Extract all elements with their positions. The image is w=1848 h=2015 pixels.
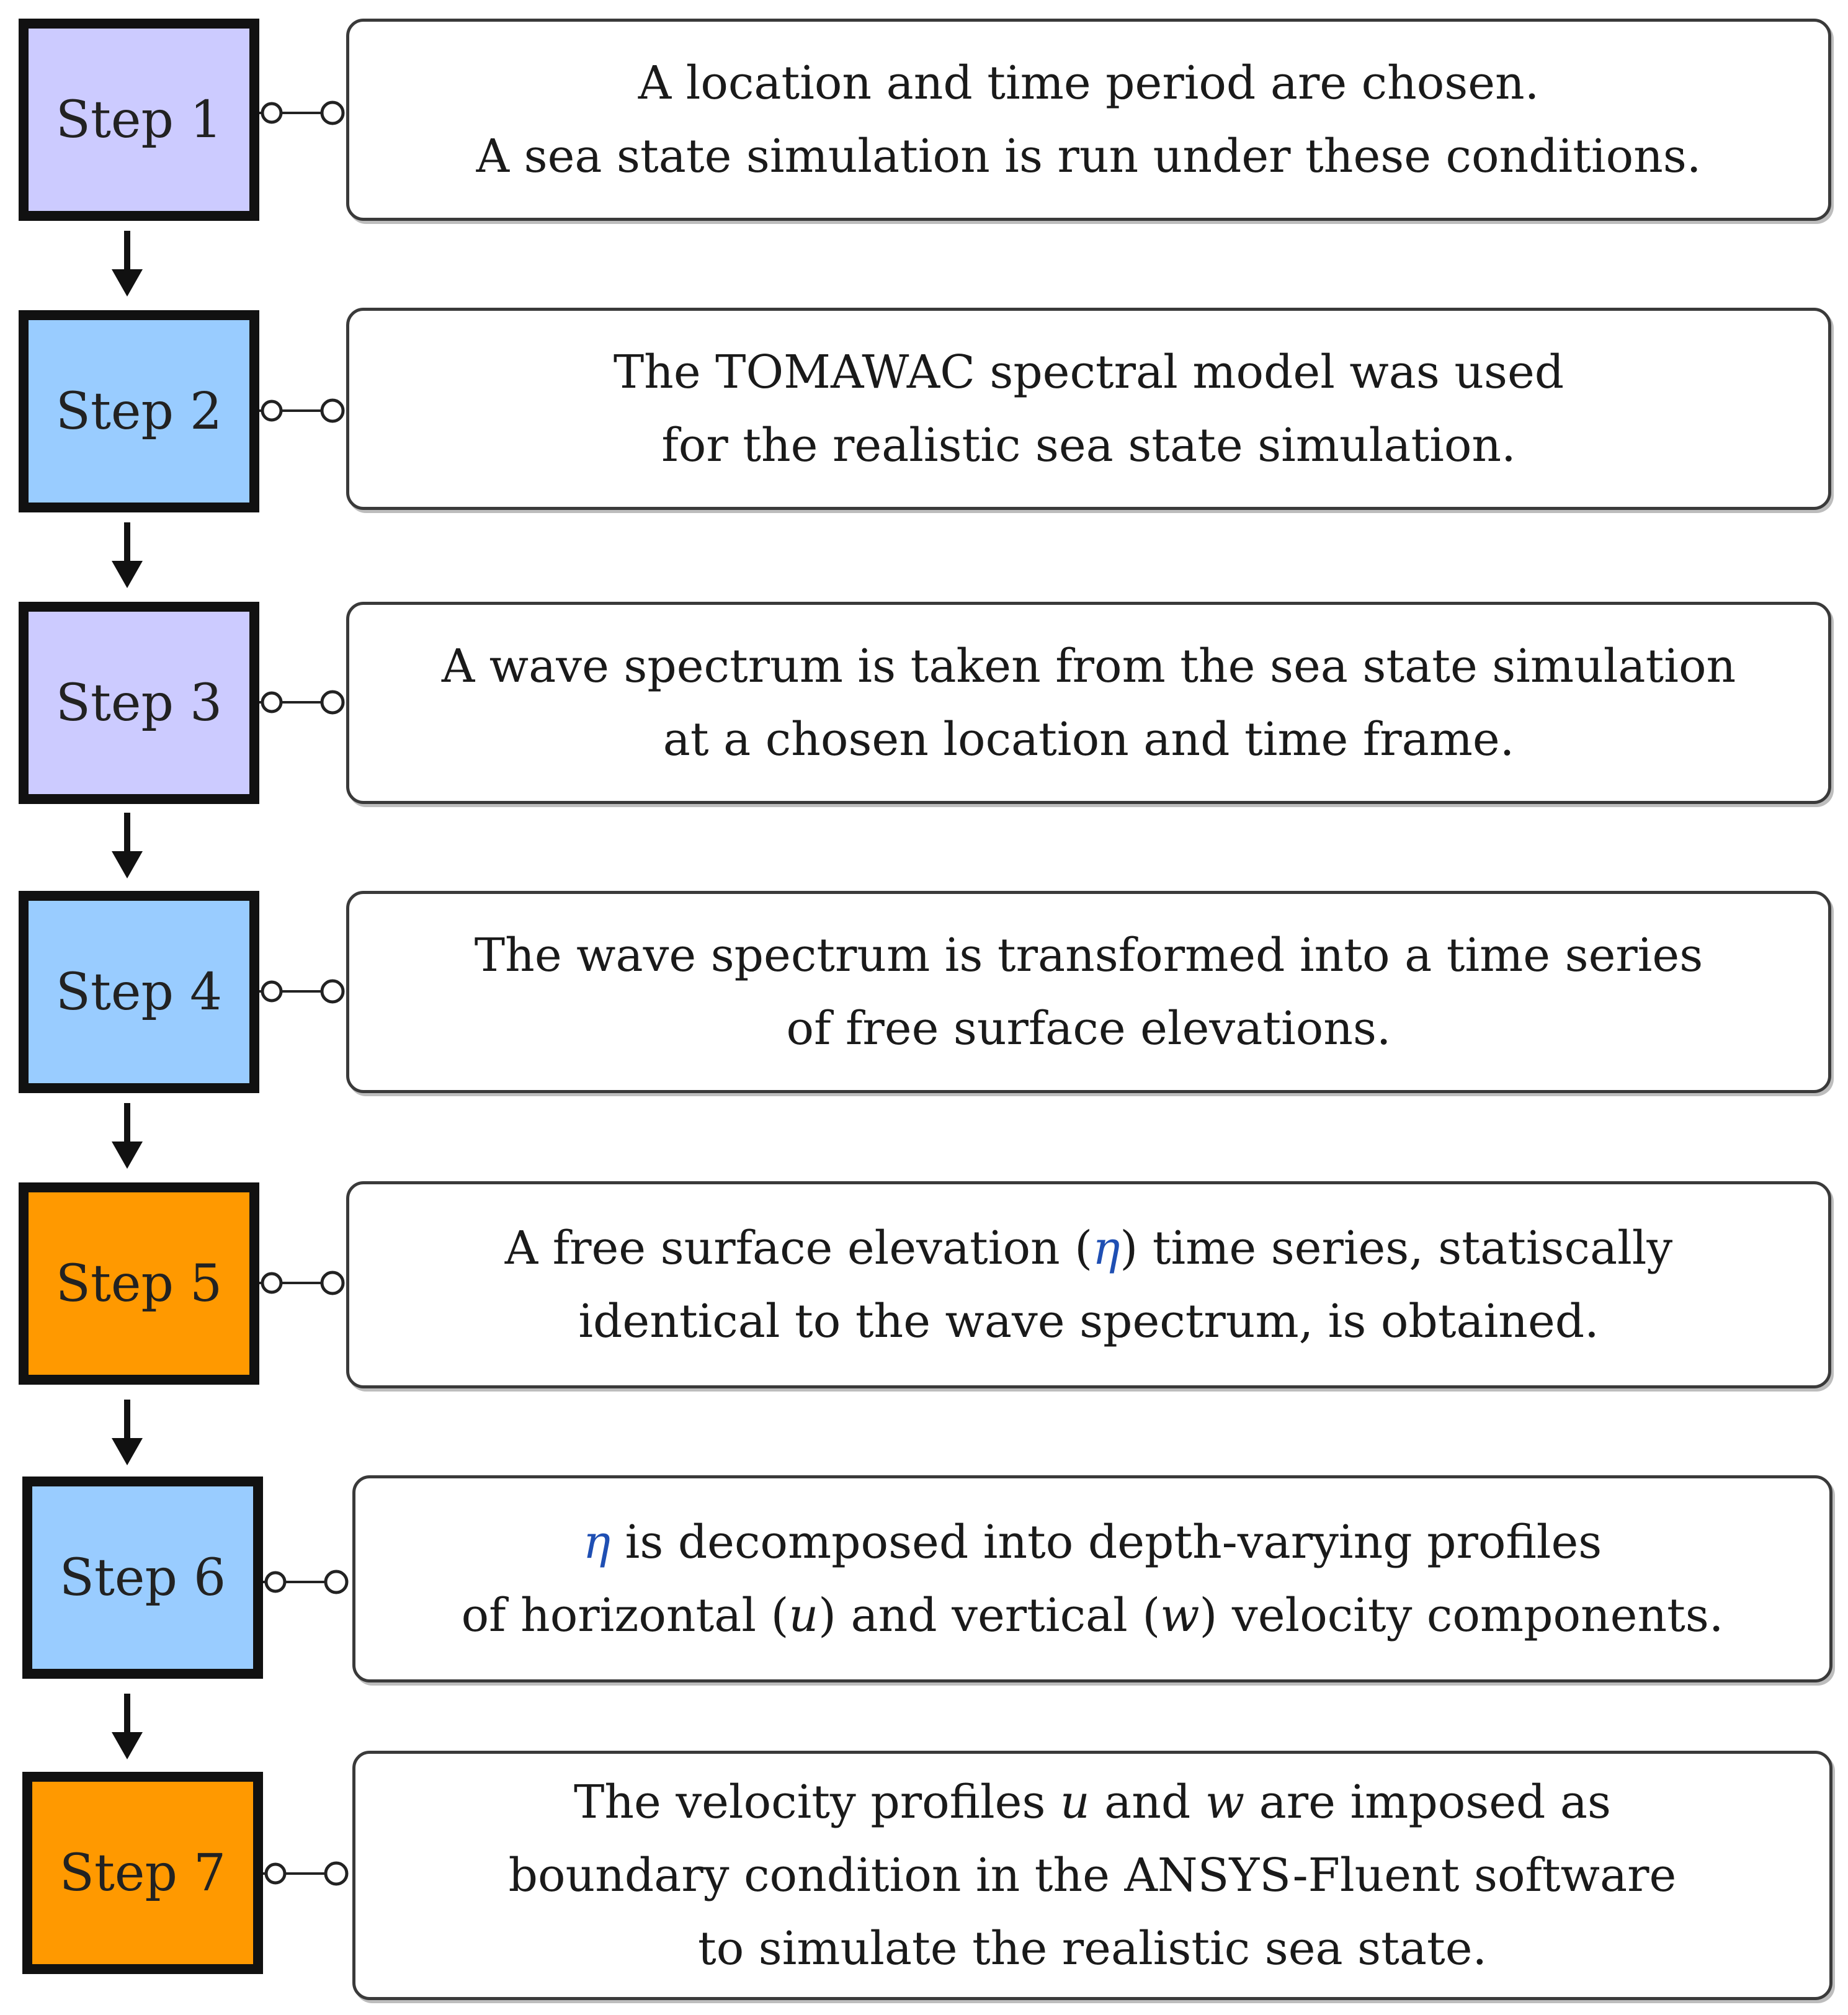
u-symbol: u bbox=[788, 1589, 819, 1642]
step-2-line-1: The TOMAWAC spectral model was used bbox=[613, 346, 1565, 399]
circle-link-icon bbox=[259, 690, 345, 715]
step-7-line-1: The velocity profiles u and w are impose… bbox=[574, 1766, 1611, 1839]
step-6-box: Step 6 bbox=[22, 1477, 263, 1679]
step-1-line-1: A location and time period are chosen. bbox=[638, 56, 1540, 110]
down-arrow-icon bbox=[112, 1400, 143, 1465]
step-4-box: Step 4 bbox=[19, 891, 259, 1093]
step-7-label: Step 7 bbox=[59, 1843, 226, 1903]
step-5-label: Step 5 bbox=[55, 1254, 223, 1313]
step-6-label: Step 6 bbox=[59, 1548, 226, 1607]
step-2-label: Step 2 bbox=[55, 382, 223, 441]
step-3-description: A wave spectrum is taken from the sea st… bbox=[346, 602, 1831, 804]
step-7-text-a: The velocity profiles bbox=[574, 1776, 1060, 1829]
step-2-box: Step 2 bbox=[19, 310, 259, 512]
down-arrow-icon bbox=[112, 813, 143, 878]
u-symbol: u bbox=[1060, 1776, 1090, 1829]
step-7-box: Step 7 bbox=[22, 1772, 263, 1974]
step-5-line-1: A free surface elevation (η) time series… bbox=[505, 1212, 1672, 1285]
step-4-line-1: The wave spectrum is transformed into a … bbox=[474, 929, 1703, 982]
step-7-line-2: boundary condition in the ANSYS-Fluent s… bbox=[508, 1849, 1677, 1902]
step-6-text-d: ) velocity components. bbox=[1199, 1589, 1724, 1642]
step-7-line-3: to simulate the realistic sea state. bbox=[697, 1922, 1488, 1975]
step-6-text-b: is decomposed into depth-varying profile… bbox=[610, 1516, 1602, 1569]
step-4-line-2: of free surface elevations. bbox=[786, 1002, 1391, 1055]
down-arrow-icon bbox=[112, 231, 143, 297]
step-2-description: The TOMAWAC spectral model was used for … bbox=[346, 308, 1831, 510]
step-3-line-1: A wave spectrum is taken from the sea st… bbox=[441, 640, 1736, 693]
eta-symbol: η bbox=[583, 1516, 611, 1569]
down-arrow-icon bbox=[112, 1103, 143, 1169]
step-7-text-c: are imposed as bbox=[1244, 1776, 1611, 1829]
step-2-line-2: for the realistic sea state simulation. bbox=[661, 419, 1516, 472]
step-1-description: A location and time period are chosen. A… bbox=[346, 19, 1831, 221]
step-3-line-2: at a chosen location and time frame. bbox=[663, 713, 1515, 766]
w-symbol: w bbox=[1160, 1589, 1200, 1642]
step-6-text-c: ) and vertical ( bbox=[818, 1589, 1161, 1642]
step-6-description: η is decomposed into depth-varying profi… bbox=[352, 1475, 1832, 1682]
step-4-label: Step 4 bbox=[55, 962, 223, 1022]
step-5-text-b: ) time series, statiscally bbox=[1120, 1222, 1673, 1275]
step-5-description: A free surface elevation (η) time series… bbox=[346, 1181, 1831, 1388]
step-5-box: Step 5 bbox=[19, 1182, 259, 1385]
circle-link-icon bbox=[263, 1861, 349, 1886]
circle-link-icon bbox=[259, 398, 345, 423]
step-1-box: Step 1 bbox=[19, 19, 259, 221]
down-arrow-icon bbox=[112, 1694, 143, 1759]
circle-link-icon bbox=[259, 101, 345, 125]
circle-link-icon bbox=[263, 1570, 349, 1594]
step-1-label: Step 1 bbox=[55, 90, 223, 150]
step-3-box: Step 3 bbox=[19, 602, 259, 804]
step-1-line-2: A sea state simulation is run under thes… bbox=[476, 130, 1702, 183]
step-5-text-a: A free surface elevation ( bbox=[504, 1222, 1093, 1275]
step-6-line-2: of horizontal (u) and vertical (w) veloc… bbox=[462, 1579, 1724, 1652]
circle-link-icon bbox=[259, 1271, 345, 1295]
step-5-line-2: identical to the wave spectrum, is obtai… bbox=[578, 1295, 1599, 1348]
step-7-description: The velocity profiles u and w are impose… bbox=[352, 1751, 1832, 2000]
step-3-label: Step 3 bbox=[55, 673, 223, 733]
eta-symbol: η bbox=[1092, 1222, 1120, 1275]
step-4-description: The wave spectrum is transformed into a … bbox=[346, 891, 1831, 1093]
w-symbol: w bbox=[1205, 1776, 1245, 1829]
circle-link-icon bbox=[259, 979, 345, 1004]
step-6-text-a: of horizontal ( bbox=[461, 1589, 789, 1642]
step-7-text-b: and bbox=[1089, 1776, 1205, 1829]
down-arrow-icon bbox=[112, 522, 143, 588]
step-6-line-1: η is decomposed into depth-varying profi… bbox=[583, 1506, 1602, 1579]
